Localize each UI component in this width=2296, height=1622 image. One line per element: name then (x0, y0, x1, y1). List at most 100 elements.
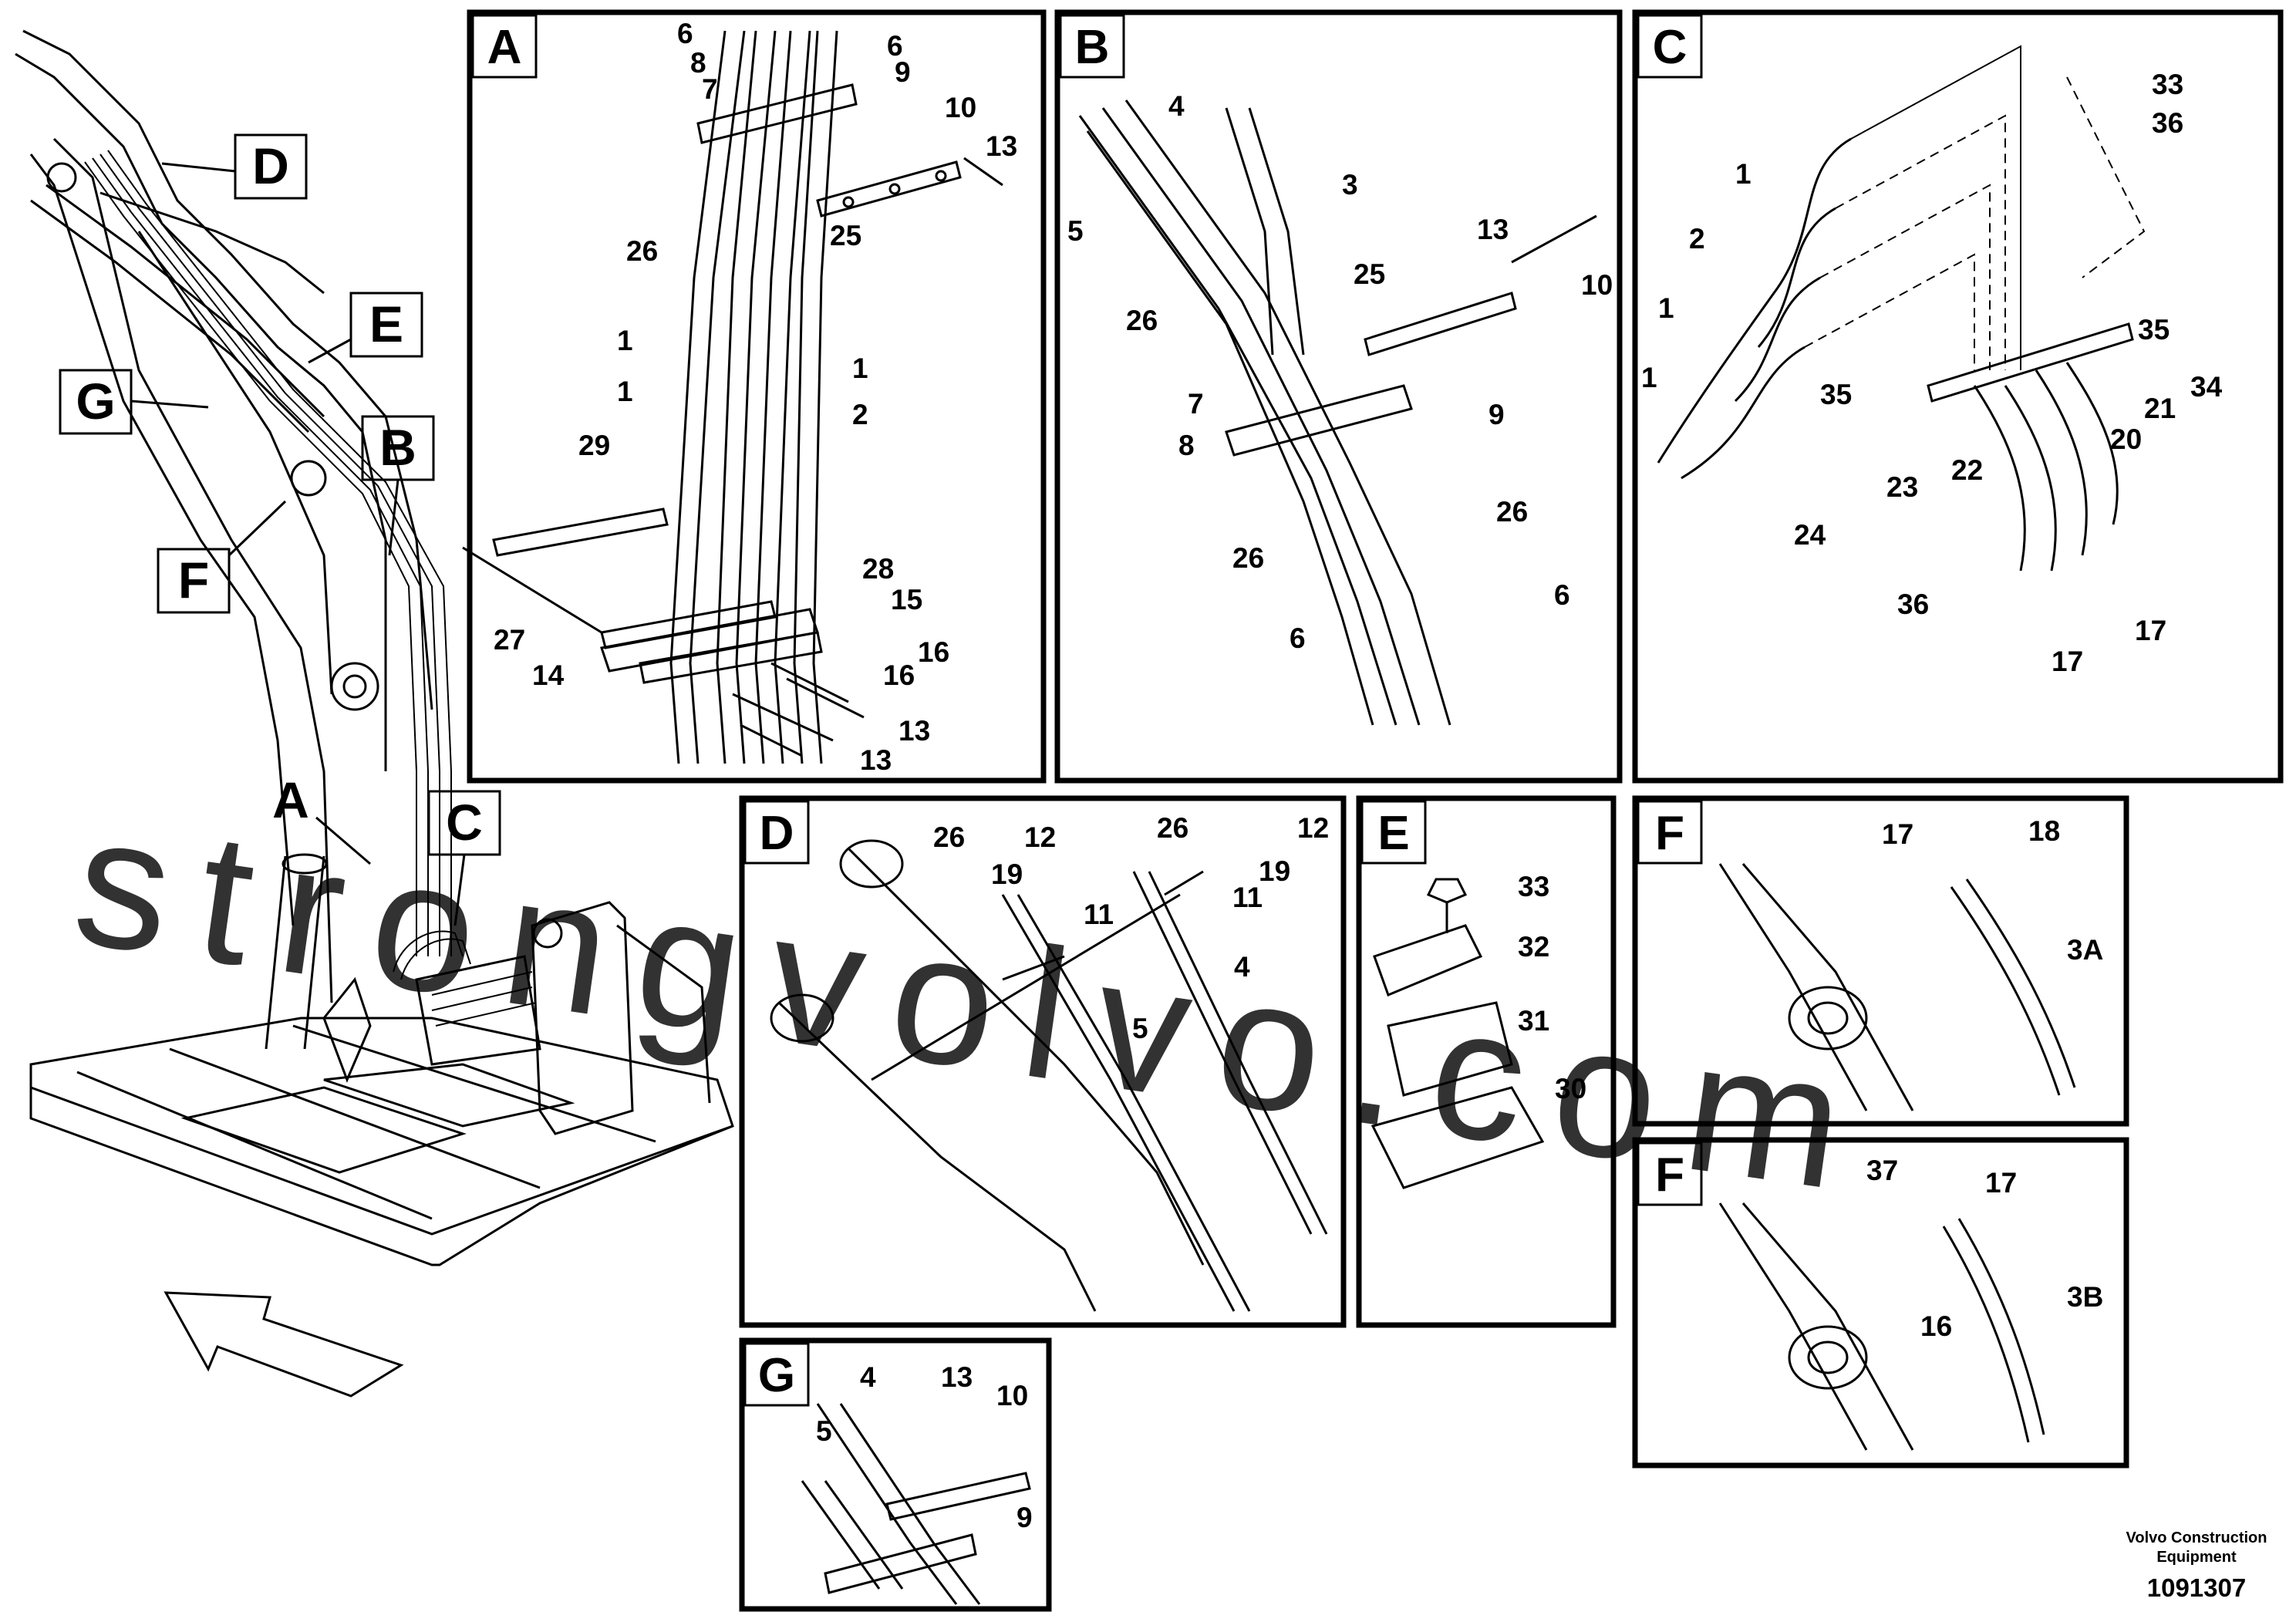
panel-label: A (487, 21, 522, 74)
part-callout: 17 (1985, 1167, 2017, 1199)
part-callout: 26 (1126, 305, 1158, 336)
part-callout: 25 (830, 220, 861, 251)
part-callout: 9 (1489, 399, 1505, 430)
part-callout: 1 (1658, 292, 1674, 324)
part-callout: 1 (852, 352, 868, 384)
part-callout: 10 (945, 92, 976, 123)
overview-label-E[interactable]: E (308, 292, 423, 364)
part-callout: 9 (895, 56, 911, 88)
part-callout: 4 (860, 1361, 876, 1393)
part-callout: 35 (1820, 379, 1852, 410)
part-callout: 4 (1168, 90, 1185, 122)
part-callout: 29 (578, 430, 610, 461)
company-line2: Equipment (2156, 1549, 2237, 1566)
part-callout: 23 (1886, 471, 1918, 503)
part-callout: 26 (1232, 542, 1264, 574)
overview-label-F[interactable]: F (157, 500, 287, 614)
part-callout: 26 (1496, 496, 1528, 528)
part-callout: 30 (1555, 1073, 1586, 1104)
part-callout: 1 (617, 376, 633, 407)
panel-B: B 4 3 5 25 13 10 26 7 9 8 26 26 6 6 (1054, 9, 1623, 784)
part-callout: 4 (1234, 951, 1250, 983)
overview-callout-letter: D (252, 137, 289, 194)
panel-G: G 4 13 10 5 9 (739, 1337, 1052, 1612)
direction-arrow-icon (164, 1291, 404, 1398)
part-callout: 14 (532, 659, 565, 691)
part-callout: 36 (1897, 588, 1929, 620)
part-callout: 15 (891, 584, 922, 615)
panel-C: C 33 36 1 2 1 1 35 35 34 21 20 23 22 24 … (1632, 9, 2284, 784)
part-callout: 37 (1866, 1155, 1898, 1186)
part-callout: 1 (617, 325, 633, 356)
part-callout: 7 (702, 73, 718, 105)
part-callout: 12 (1024, 821, 1056, 853)
overview-label-B[interactable]: B (361, 415, 435, 556)
part-callout: 19 (991, 858, 1023, 890)
overview-label-C[interactable]: C (427, 790, 501, 926)
part-callout: 10 (1581, 269, 1613, 301)
overview-callout-letter: C (446, 794, 483, 851)
part-callout: 10 (996, 1380, 1028, 1411)
overview-callout-letter: B (379, 419, 416, 476)
part-callout: 13 (860, 744, 892, 776)
overview-label-G[interactable]: G (59, 369, 209, 435)
panel-label: E (1377, 807, 1409, 860)
part-callout: 5 (1067, 215, 1084, 247)
part-callout: 22 (1951, 454, 1983, 486)
panel-F-upper: F 17 18 3A (1632, 795, 2129, 1127)
part-callout: 2 (852, 399, 868, 430)
overview-machine (15, 29, 734, 1398)
part-callout: 16 (1920, 1310, 1952, 1342)
overview-callout-letter: F (178, 551, 209, 609)
part-callout: 5 (816, 1415, 832, 1447)
overview-label-A[interactable]: A (272, 771, 371, 865)
part-callout: 3A (2067, 934, 2103, 966)
part-callout: 11 (1084, 899, 1114, 930)
overview-callout-letter: A (272, 771, 309, 828)
part-callout: 13 (1477, 214, 1509, 245)
part-callout: 13 (941, 1361, 973, 1393)
part-callout: 6 (887, 30, 903, 62)
part-callout: 17 (2052, 646, 2083, 677)
panel-label: B (1075, 21, 1110, 74)
part-callout: 26 (626, 235, 658, 267)
part-callout: 34 (2190, 371, 2223, 403)
part-callout: 9 (1017, 1502, 1033, 1533)
part-callout: 36 (2152, 107, 2183, 139)
part-callout: 8 (1178, 430, 1195, 461)
panel-F-lower: F 37 17 16 3B (1632, 1137, 2129, 1469)
part-callout: 19 (1259, 855, 1290, 887)
part-callout: 16 (883, 659, 915, 691)
part-callout: 3 (1342, 169, 1358, 201)
part-callout: 3B (2067, 1281, 2103, 1313)
panel-label: G (758, 1349, 795, 1402)
part-callout: 13 (899, 715, 930, 747)
company-line1: Volvo Construction (2126, 1529, 2267, 1546)
part-callout: 17 (2135, 615, 2166, 646)
part-callout: 21 (2144, 393, 2176, 424)
footer: Volvo Construction Equipment 1091307 (2126, 1529, 2267, 1602)
part-callout: 8 (690, 47, 706, 79)
part-callout: 32 (1518, 931, 1549, 963)
overview-callout-letter: E (369, 295, 403, 352)
part-callout: 31 (1518, 1005, 1549, 1037)
part-callout: 16 (918, 636, 949, 668)
part-callout: 1 (1735, 158, 1752, 190)
part-callout: 2 (1689, 223, 1705, 255)
part-callout: 26 (933, 821, 965, 853)
panel-label: C (1653, 21, 1687, 74)
part-callout: 33 (2152, 69, 2183, 100)
panel-label: F (1655, 807, 1684, 860)
panel-D: D 26 12 26 12 19 19 11 11 4 5 (739, 795, 1347, 1328)
overview-callout-letter: G (76, 373, 115, 430)
part-callout: 17 (1882, 818, 1913, 850)
part-callout: 20 (2110, 423, 2142, 455)
doc-number: 1091307 (2147, 1573, 2246, 1602)
panel-label: F (1655, 1148, 1684, 1202)
part-callout: 1 (1641, 362, 1657, 393)
overview-label-D[interactable]: D (161, 133, 308, 200)
part-callout: 5 (1132, 1013, 1148, 1044)
panel-A: A 6 8 7 6 9 10 13 26 (462, 9, 1047, 784)
part-callout: 12 (1297, 812, 1329, 844)
